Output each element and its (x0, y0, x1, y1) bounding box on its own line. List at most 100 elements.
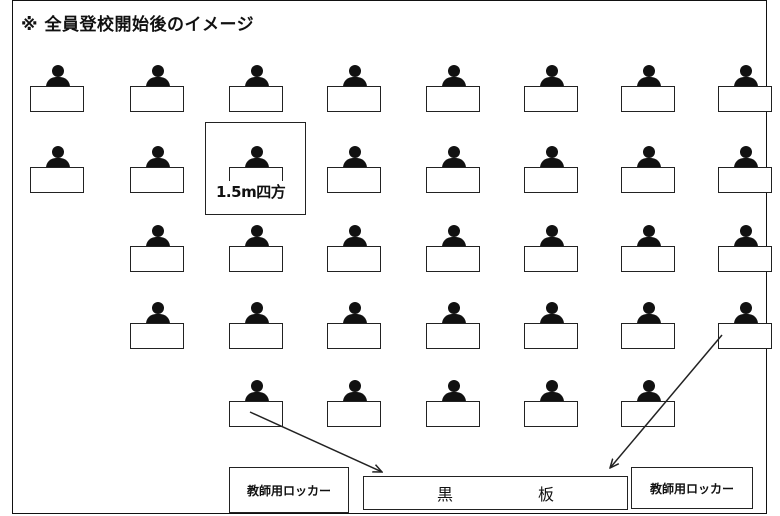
student-head (152, 146, 164, 158)
desk-table (524, 167, 578, 193)
student-head (349, 380, 361, 392)
arrow-student-to-blackboard (249, 411, 382, 472)
student-body (637, 158, 661, 168)
diagram-title: ※ 全員登校開始後のイメージ (21, 15, 255, 35)
student-head (643, 65, 655, 77)
student-head (448, 302, 460, 314)
student-head (448, 146, 460, 158)
student-head (52, 65, 64, 77)
desk-table (426, 246, 480, 272)
student-desk (426, 380, 506, 440)
desk-table (524, 401, 578, 427)
student-desk (426, 225, 506, 285)
student-head (740, 302, 752, 314)
student-desk (621, 225, 701, 285)
student-head (52, 146, 64, 158)
desk-table (130, 167, 184, 193)
desk-table (426, 86, 480, 112)
desk-table (426, 323, 480, 349)
student-body (442, 392, 466, 402)
desk-table (327, 86, 381, 112)
desk-table (426, 401, 480, 427)
student-head (448, 380, 460, 392)
student-head (546, 380, 558, 392)
student-desk (718, 65, 780, 125)
student-body (734, 77, 758, 87)
student-head (152, 65, 164, 77)
student-desk (621, 146, 701, 206)
student-head (643, 225, 655, 237)
desk-table (130, 323, 184, 349)
student-body (442, 314, 466, 324)
student-desk (327, 380, 407, 440)
teacher-locker-right: 教師用ロッカー (631, 467, 753, 509)
student-body (442, 77, 466, 87)
student-body (637, 237, 661, 247)
desk-table (229, 323, 283, 349)
student-body (245, 392, 269, 402)
desk-table (524, 246, 578, 272)
student-desk (718, 146, 780, 206)
student-body (637, 314, 661, 324)
student-body (442, 158, 466, 168)
student-head (643, 380, 655, 392)
student-head (349, 225, 361, 237)
student-desk (718, 302, 780, 362)
student-body (343, 392, 367, 402)
student-desk (524, 65, 604, 125)
student-body (146, 237, 170, 247)
desk-table (327, 401, 381, 427)
student-head (740, 225, 752, 237)
desk-table (229, 246, 283, 272)
student-body (734, 314, 758, 324)
desk-table (327, 323, 381, 349)
student-desk (718, 225, 780, 285)
student-head (448, 65, 460, 77)
student-body (46, 158, 70, 168)
desk-table (524, 86, 578, 112)
student-head (152, 302, 164, 314)
desk-table (327, 246, 381, 272)
student-desk (524, 225, 604, 285)
student-desk (426, 302, 506, 362)
student-head (643, 146, 655, 158)
student-head (349, 146, 361, 158)
student-desk (621, 302, 701, 362)
student-body (637, 392, 661, 402)
student-body (734, 158, 758, 168)
desk-table (524, 323, 578, 349)
desk-table (130, 246, 184, 272)
desk-table (621, 323, 675, 349)
arrow-back-to-blackboard (610, 334, 723, 468)
student-body (540, 77, 564, 87)
student-head (740, 65, 752, 77)
desk-table (327, 167, 381, 193)
student-body (637, 77, 661, 87)
student-desk (621, 65, 701, 125)
student-body (245, 77, 269, 87)
desk-table (621, 167, 675, 193)
desk-table (229, 86, 283, 112)
student-head (643, 302, 655, 314)
student-head (546, 146, 558, 158)
student-desk (426, 146, 506, 206)
student-desk (524, 302, 604, 362)
student-head (349, 302, 361, 314)
student-body (146, 77, 170, 87)
desk-table (621, 86, 675, 112)
desk-table (30, 86, 84, 112)
student-desk (426, 65, 506, 125)
student-desk (30, 65, 110, 125)
student-desk (229, 225, 309, 285)
spacing-indicator-box (205, 122, 306, 215)
student-head (546, 302, 558, 314)
student-head (740, 146, 752, 158)
student-body (245, 314, 269, 324)
student-desk (130, 65, 210, 125)
student-body (540, 237, 564, 247)
student-head (546, 65, 558, 77)
student-body (146, 158, 170, 168)
student-body (442, 237, 466, 247)
desk-table (130, 86, 184, 112)
desk-table (718, 246, 772, 272)
